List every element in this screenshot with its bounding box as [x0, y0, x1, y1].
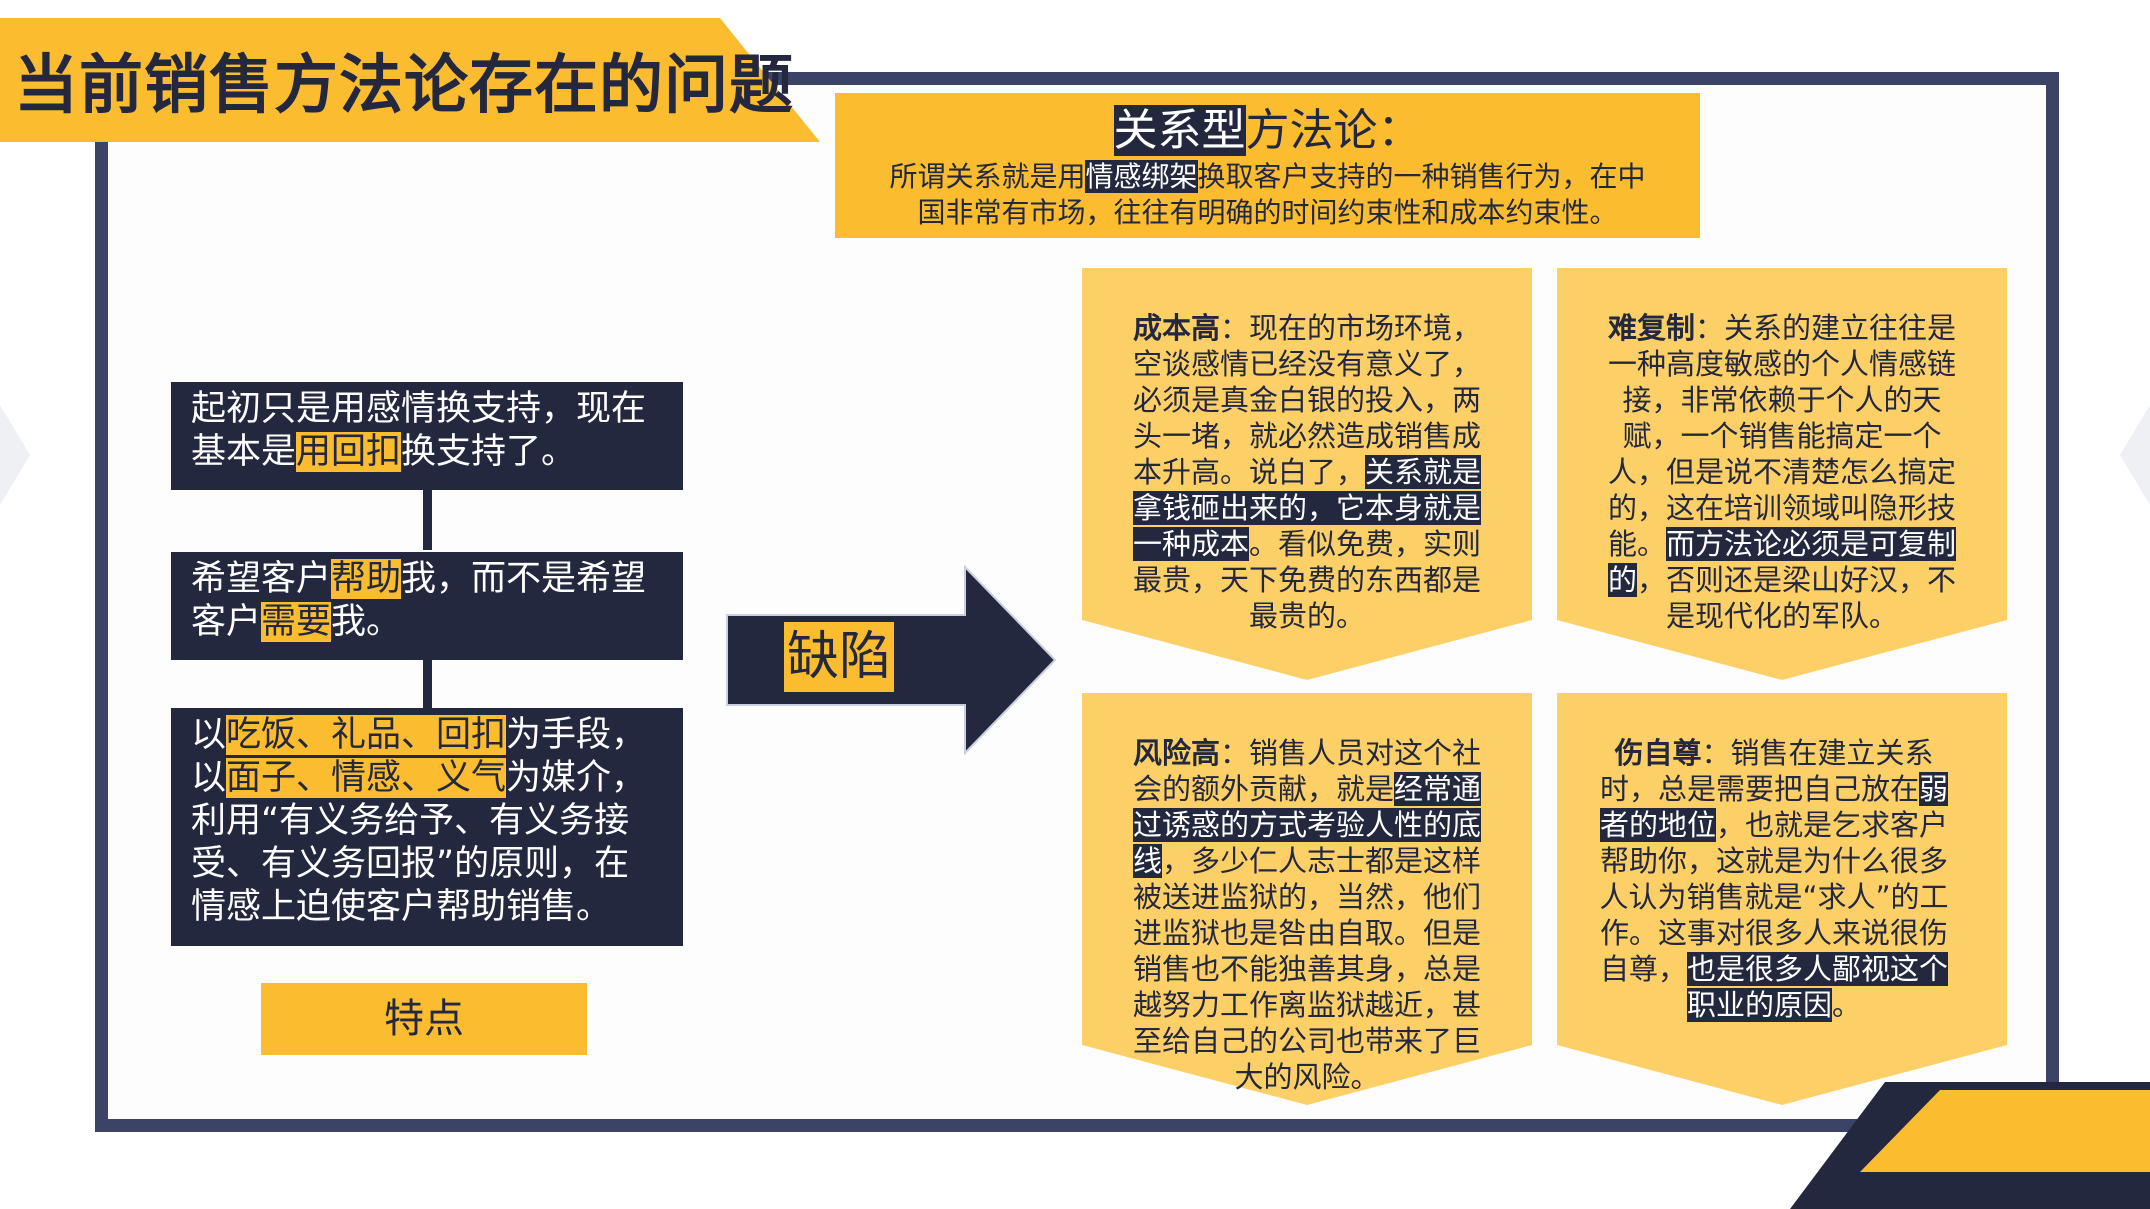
connector-line	[423, 488, 432, 550]
card-cost-bg	[1082, 268, 1532, 680]
relationship-method-title: 关系型方法论：	[1113, 105, 1422, 156]
right-edge-decoration	[2120, 405, 2150, 505]
card-copy-text: 难复制：关系的建立往往是一种高度敏感的个人情感链接，非常依赖于个人的天赋，一个销…	[1607, 311, 1957, 633]
title-banner	[0, 18, 820, 142]
card-copy-title: 难复制	[1607, 311, 1695, 345]
card-copy-bg	[1557, 268, 2007, 680]
card-pride-title: 伤自尊	[1614, 736, 1702, 770]
card-cost-title: 成本高	[1132, 311, 1220, 345]
connector-line	[423, 658, 432, 710]
features-label: 特点	[261, 983, 587, 1055]
card-risk-text: 风险高：销售人员对这个社会的额外贡献，就是经常通过诱惑的方式考验人性的底线，多少…	[1132, 736, 1482, 1094]
feature-box-2: 希望客户帮助我，而不是希望客户需要我。	[171, 552, 683, 660]
page-title: 当前销售方法论存在的问题	[14, 49, 794, 123]
left-edge-decoration	[0, 405, 30, 505]
relationship-method-box: 关系型方法论： 所谓关系就是用情感绑架换取客户支持的一种销售行为，在中国非常有市…	[835, 93, 1700, 238]
card-risk-title: 风险高	[1132, 736, 1220, 770]
feature-box-3: 以吃饭、礼品、回扣为手段，以面子、情感、义气为媒介，利用“有义务给予、有义务接受…	[171, 708, 683, 946]
corner-decoration	[1790, 1082, 2150, 1209]
defect-label: 缺陷	[784, 622, 894, 692]
relationship-method-description: 所谓关系就是用情感绑架换取客户支持的一种销售行为，在中国非常有市场，往往有明确的…	[889, 160, 1646, 229]
card-cost-text: 成本高：现在的市场环境，空谈感情已经没有意义了，必须是真金白银的投入，两头一堵，…	[1132, 311, 1482, 633]
feature-box-1: 起初只是用感情换支持，现在基本是用回扣换支持了。	[171, 382, 683, 490]
card-pride-bg	[1557, 693, 2007, 1105]
card-pride-text: 伤自尊：销售在建立关系时，总是需要把自己放在弱者的地位，也就是乞求客户帮助你，这…	[1599, 736, 1949, 1022]
